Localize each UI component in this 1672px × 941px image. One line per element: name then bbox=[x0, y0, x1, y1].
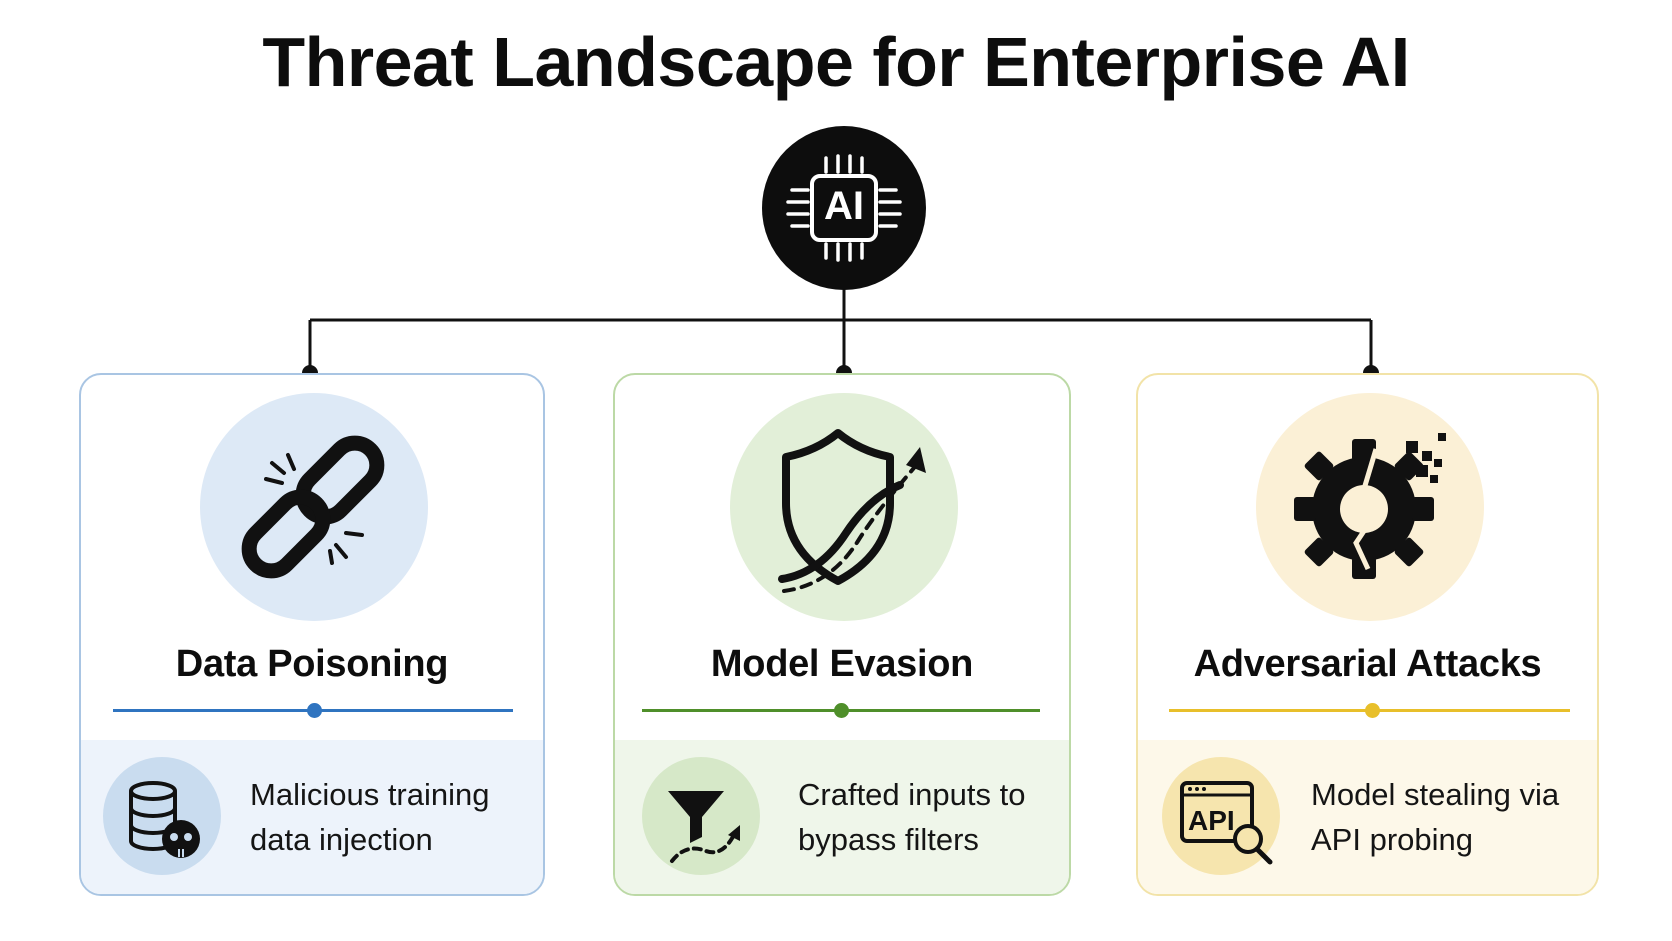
card-model-evasion: Model Evasion Crafted inputs to bypass f… bbox=[613, 373, 1071, 896]
hub-label: AI bbox=[824, 184, 864, 228]
api-text: API bbox=[1188, 805, 1235, 836]
ai-chip-icon bbox=[786, 154, 902, 262]
detail-icon-circle bbox=[642, 757, 760, 875]
ai-hub: AI bbox=[762, 126, 926, 290]
broken-gear-icon bbox=[1294, 433, 1446, 579]
detail-icon-circle: API bbox=[1162, 757, 1280, 875]
divider-dot bbox=[834, 703, 849, 718]
card-description: Malicious training data injection bbox=[250, 777, 490, 857]
card-detail-panel: Malicious training data injection bbox=[81, 740, 543, 894]
data-poisoning-icon-circle bbox=[200, 393, 428, 621]
model-evasion-icon-circle bbox=[730, 393, 958, 621]
broken-chain-icon bbox=[241, 435, 385, 579]
divider-dot bbox=[1365, 703, 1380, 718]
card-description: Model stealing via API probing bbox=[1311, 777, 1560, 857]
card-data-poisoning: Data Poisoning Malicious training data i… bbox=[79, 373, 545, 896]
adversarial-attacks-icon-circle bbox=[1256, 393, 1484, 621]
shield-bypass-icon bbox=[778, 429, 926, 593]
api-search-icon: API bbox=[1180, 781, 1273, 865]
page-title: Threat Landscape for Enterprise AI bbox=[262, 23, 1410, 101]
card-description: Crafted inputs to bypass filters bbox=[798, 777, 1026, 857]
card-title: Adversarial Attacks bbox=[1193, 643, 1542, 685]
divider-dot bbox=[307, 703, 322, 718]
funnel-bypass-icon bbox=[668, 791, 740, 863]
card-detail-panel: API Model stealing via API probing bbox=[1138, 740, 1597, 894]
database-skull-icon bbox=[129, 781, 200, 858]
card-detail-panel: Crafted inputs to bypass filters bbox=[615, 740, 1069, 894]
card-title: Model Evasion bbox=[710, 643, 974, 685]
detail-icon-circle bbox=[103, 757, 221, 875]
card-adversarial-attacks: Adversarial Attacks API Model stealing v… bbox=[1136, 373, 1599, 896]
card-title: Data Poisoning bbox=[175, 643, 449, 685]
